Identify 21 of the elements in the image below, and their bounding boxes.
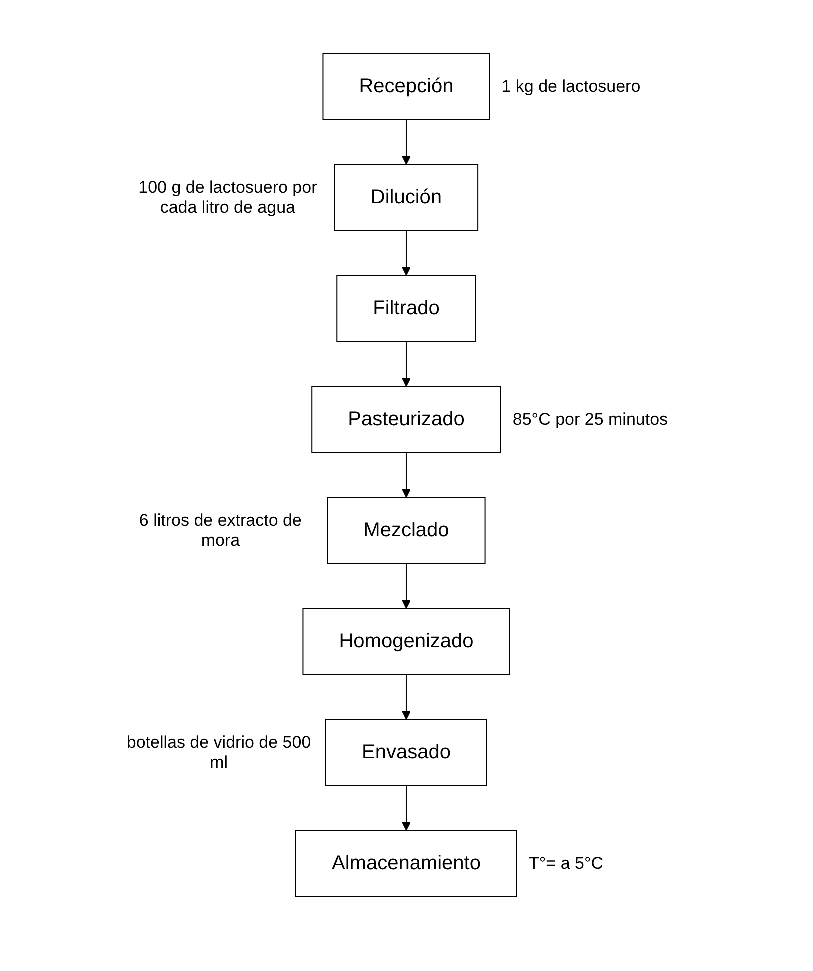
- arrow: [402, 341, 411, 387]
- arrow: [402, 452, 411, 498]
- annotation-text: 6 litros de extracto de mora: [138, 510, 303, 550]
- arrow: [402, 785, 411, 831]
- node-box: Homogenizado: [302, 608, 510, 675]
- arrow: [402, 230, 411, 276]
- node-box: Envasado: [326, 719, 488, 786]
- annotation-text: 85°C por 25 minutos: [512, 410, 668, 430]
- node-box: Mezclado: [327, 497, 486, 564]
- node-box: Dilución: [334, 164, 479, 231]
- node-box: Pasteurizado: [312, 386, 502, 453]
- annotation-text: botellas de vidrio de 500 ml: [126, 732, 312, 772]
- node-box: Almacenamiento: [296, 830, 518, 897]
- annotation-text: T°= a 5°C: [528, 854, 604, 874]
- arrow: [402, 674, 411, 720]
- arrow: [402, 119, 411, 165]
- node-box: Recepción: [322, 53, 490, 120]
- node-box: Filtrado: [336, 275, 476, 342]
- annotation-text: 100 g de lactosuero por cada litro de agua: [138, 178, 318, 218]
- arrow: [402, 563, 411, 609]
- annotation-text: 1 kg de lactosuero: [502, 76, 641, 96]
